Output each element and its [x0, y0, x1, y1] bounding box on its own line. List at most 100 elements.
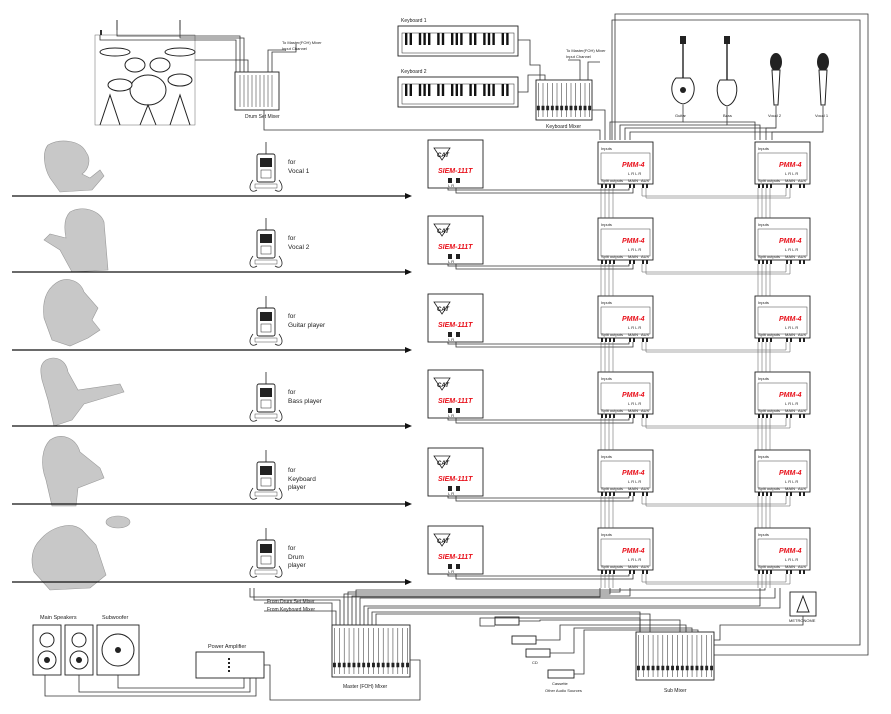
guitar-player-figure [43, 279, 101, 347]
pmm-main-label: MAIN [628, 254, 638, 259]
guitar-icon [671, 36, 695, 105]
aux-link-wire [641, 342, 787, 351]
aux-link-wire [641, 264, 787, 273]
pmm-to-siem-wire [447, 188, 630, 191]
master-mixer-label: Master (FOH) Mixer [343, 684, 388, 690]
bodypack-receiver-icon [249, 527, 283, 578]
siem-logo: CAT [437, 461, 450, 467]
pmm-main-label: MAIN [628, 332, 638, 337]
master-foh-mixer [331, 624, 411, 678]
pmm-lr-label: L R L R [785, 325, 798, 330]
keyboard-player-figure [42, 436, 105, 507]
pmm-to-siem-wire [455, 418, 634, 424]
siem-model-label: SIEM-111T [438, 322, 473, 329]
pmm-aux-label: AUX [798, 408, 807, 413]
pmm-main-label: MAIN [785, 332, 795, 337]
main-speakers [32, 624, 94, 676]
drum-set-mixer: Drum Set Mixer [234, 71, 280, 120]
pmm-inputs-label: Inputs [601, 146, 612, 151]
siem-logo: CAT [437, 539, 450, 545]
for-label: for [288, 235, 296, 242]
pmm-to-siem-wire [447, 264, 630, 267]
aux-link-wire [641, 188, 787, 197]
pmm-to-siem-wire [455, 342, 634, 348]
sub-mixer-label: Sub Mixer [664, 688, 687, 694]
pmm-inputs-label: Inputs [601, 454, 612, 459]
arrow-head [405, 423, 412, 429]
musician-label: player [288, 562, 307, 569]
from-keyboard-label: From Keyboard Mixer [267, 607, 315, 613]
pmm-model-label: PMM-4 [622, 548, 645, 555]
bottom-wiring [44, 588, 869, 701]
pmm-aux-label: AUX [641, 486, 650, 491]
for-label: for [288, 159, 296, 166]
aux-link-wire [645, 418, 791, 429]
pmm-model-label: PMM-4 [779, 548, 802, 555]
vocal-1-label: Vocal 1 [815, 113, 829, 118]
drum-set-mixer-label: Drum Set Mixer [245, 114, 280, 120]
aux-link-wire [641, 496, 787, 505]
aux-link-wire [645, 264, 791, 275]
siem-lr-label: L R [448, 569, 454, 574]
pmm-to-siem-wire [455, 496, 634, 502]
pmm-split-label: Split outputs [758, 178, 780, 183]
vocal-2-mic-icon [770, 53, 782, 106]
aux-link-wire [641, 574, 787, 583]
pmm-to-siem-wire [455, 188, 634, 194]
pmm-main-label: MAIN [785, 254, 795, 259]
pmm-model-label: PMM-4 [779, 392, 802, 399]
pmm-lr-label: L R L R [628, 401, 641, 406]
input-channel-label-2: Input Channel [566, 54, 591, 59]
arrow-head [405, 269, 412, 275]
metronome-icon [789, 591, 817, 617]
pmm-inputs-label: Inputs [758, 146, 769, 151]
musician-label: Guitar player [288, 322, 326, 329]
pmm-aux-label: AUX [798, 486, 807, 491]
vocal-1-musician-figure [44, 140, 105, 193]
pmm-lr-label: L R L R [628, 247, 641, 252]
siem-lr-label: L R [448, 259, 454, 264]
from-drum-label: From Drum Set Mixer [267, 599, 315, 605]
pmm-lr-label: L R L R [785, 171, 798, 176]
power-amplifier [195, 651, 265, 679]
metronome-label: METRONOME [789, 618, 816, 623]
pmm-aux-label: AUX [641, 564, 650, 569]
aux-link-wire [645, 342, 791, 353]
siem-logo: CAT [437, 307, 450, 313]
pmm-to-siem-wire [447, 496, 630, 499]
arrow-head [405, 501, 412, 507]
bodypack-receiver-icon [249, 449, 283, 500]
bass-label: Bass [723, 113, 732, 118]
pmm-aux-label: AUX [798, 332, 807, 337]
siem-lr-label: L R [448, 183, 454, 188]
pmm-split-label: Split outputs [601, 254, 623, 259]
pmm-inputs-label: Inputs [758, 300, 769, 305]
siem-lr-label: L R [448, 491, 454, 496]
bodypack-receiver-icon [249, 141, 283, 192]
pmm-model-label: PMM-4 [779, 162, 802, 169]
top-wiring [99, 13, 869, 600]
other-audio-sources [494, 616, 575, 679]
pmm-bus-wiring [447, 188, 791, 588]
drum-player-figure [31, 515, 131, 591]
pmm-lr-label: L R L R [785, 401, 798, 406]
pmm-inputs-label: Inputs [758, 532, 769, 537]
pmm-inputs-label: Inputs [601, 300, 612, 305]
pmm-split-label: Split outputs [758, 486, 780, 491]
keyboard-1-label: Keyboard 1 [401, 18, 427, 24]
musician-label: Bass player [288, 398, 323, 405]
pmm-model-label: PMM-4 [622, 316, 645, 323]
musician-label: Vocal 1 [288, 168, 310, 175]
siem-logo: CAT [437, 383, 450, 389]
